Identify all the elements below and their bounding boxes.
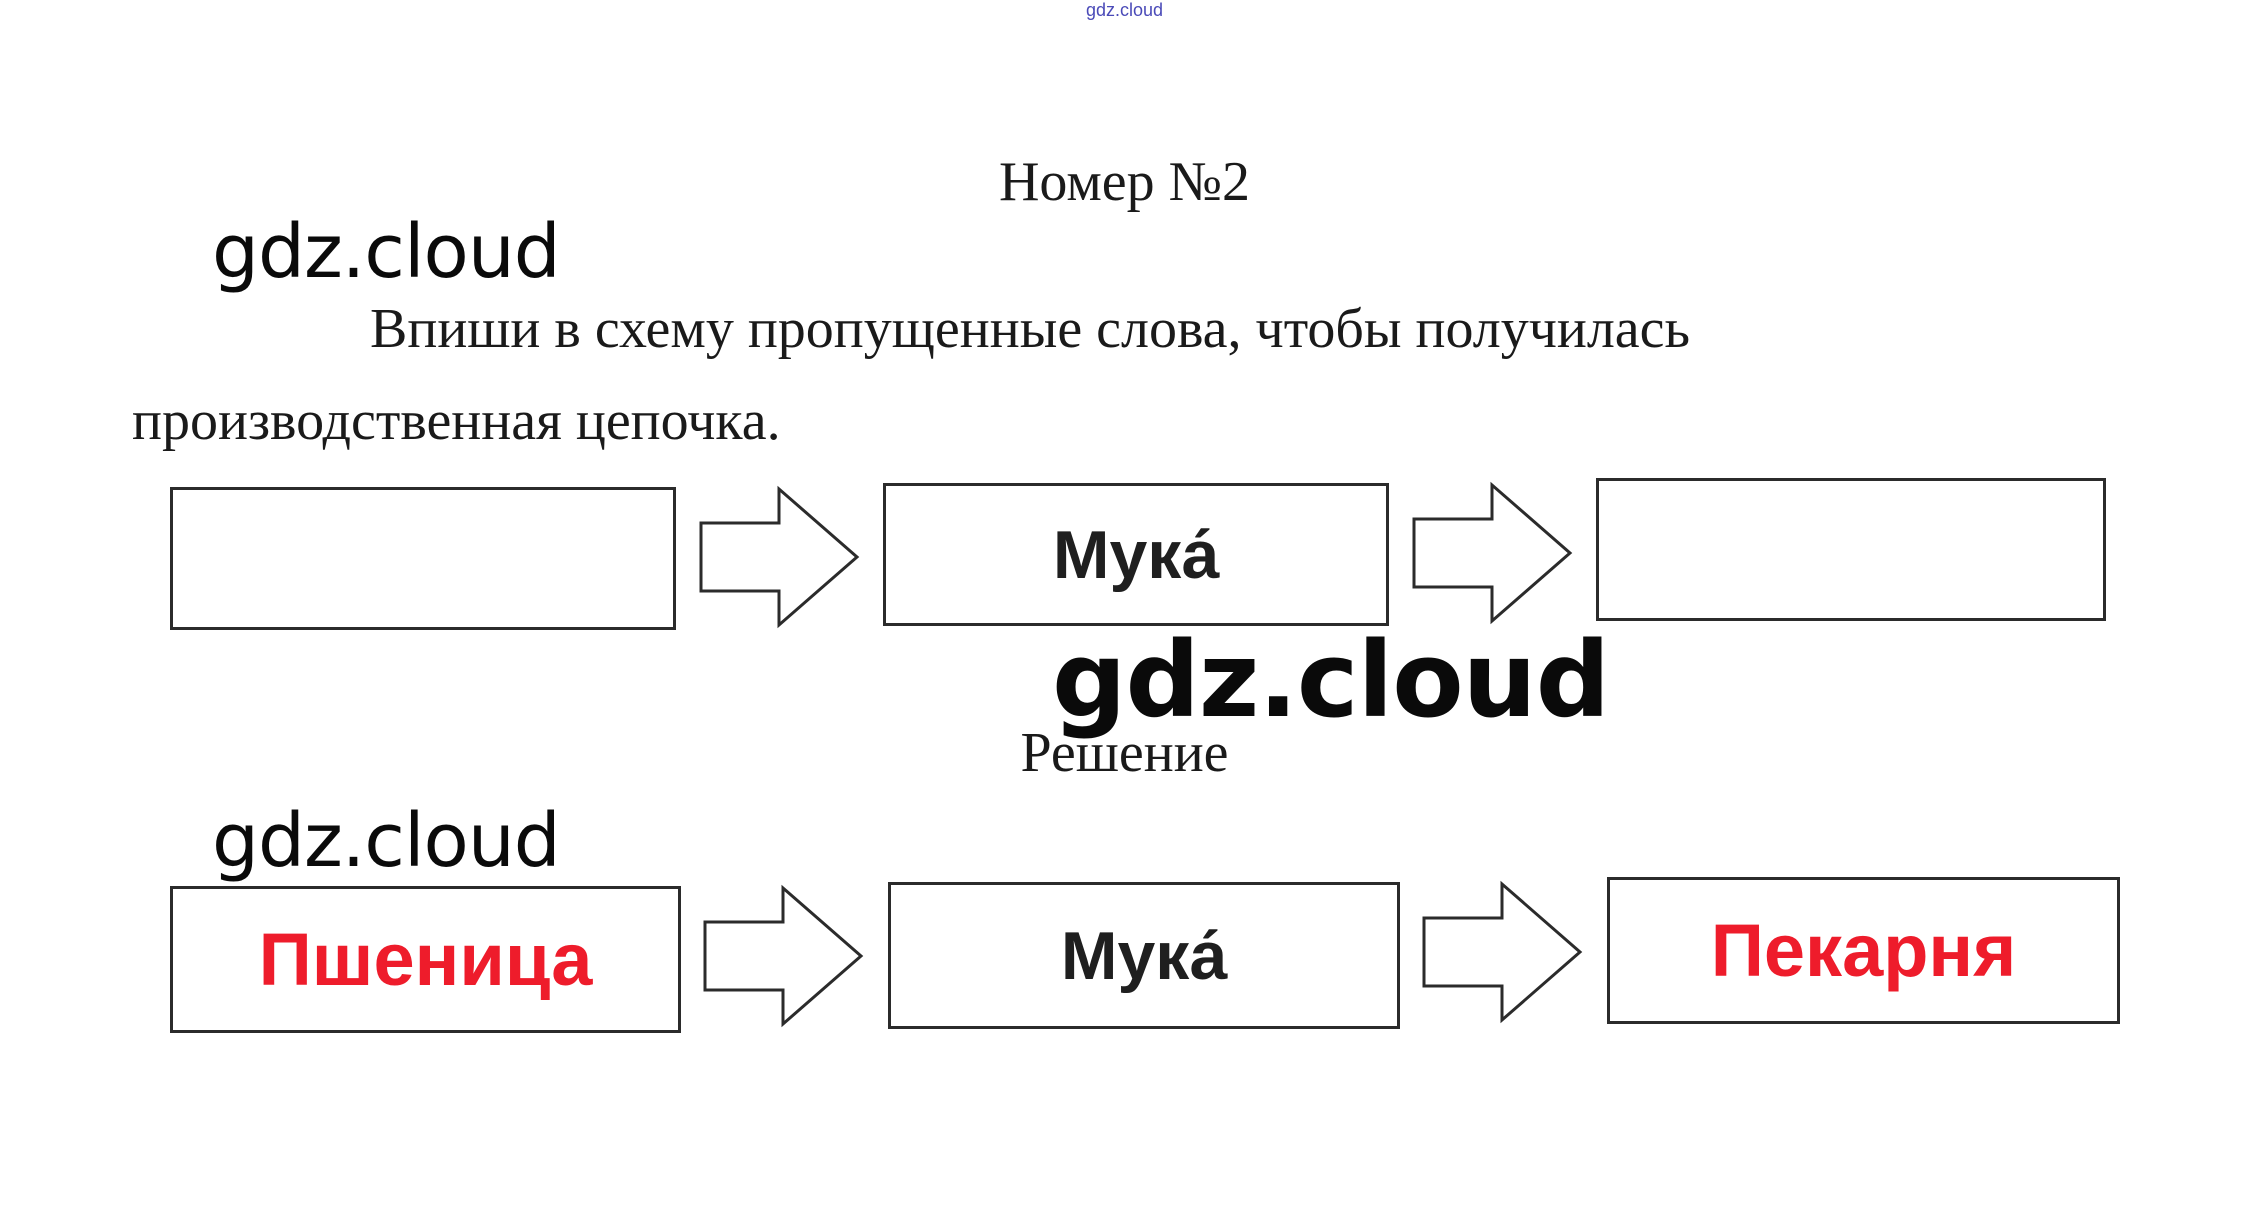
- watermark: gdz.cloud: [212, 209, 561, 295]
- watermark: gdz.cloud: [1052, 619, 1610, 741]
- solution-box-2: Мука́: [888, 882, 1400, 1029]
- watermark: gdz.cloud: [212, 798, 561, 884]
- task-box-3: [1596, 478, 2106, 621]
- solution-title: Решение: [1020, 722, 1229, 784]
- solution-box-3: Пекарня: [1607, 877, 2120, 1024]
- site-mark: gdz.cloud: [1085, 0, 1164, 20]
- solution-box-1: Пшеница: [170, 886, 681, 1033]
- task-box-2: Мука́: [883, 483, 1389, 626]
- task-box-1: [170, 487, 676, 630]
- exercise-title: Номер №2: [998, 151, 1251, 213]
- arrow-right-icon: [1422, 880, 1583, 1024]
- arrow-right-icon: [1412, 481, 1573, 625]
- arrow-right-icon: [699, 485, 860, 629]
- task-text: Впиши в схему пропущенные слова, чтобы п…: [132, 298, 1691, 452]
- arrow-right-icon: [703, 884, 864, 1028]
